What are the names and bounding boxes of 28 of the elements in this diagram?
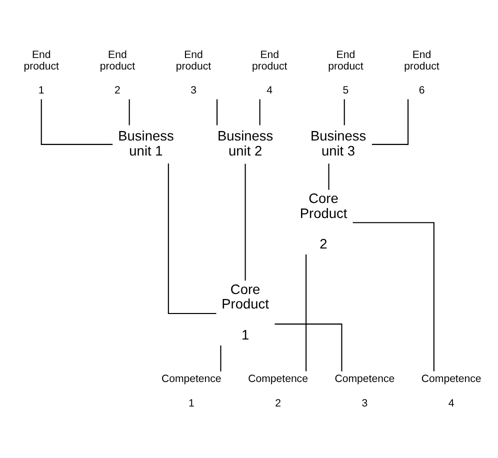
node-text: End product 3 — [176, 48, 212, 96]
connector — [274, 323, 342, 371]
connector — [40, 98, 113, 144]
connector — [168, 163, 216, 314]
node-text: Competence 3 — [334, 372, 395, 409]
connector — [328, 163, 330, 190]
node-text: Business unit 2 — [217, 128, 274, 158]
connector — [372, 98, 409, 144]
node-text: Business unit 3 — [310, 128, 366, 158]
node-text: End product 6 — [404, 48, 440, 96]
node-text: Competence 2 — [248, 372, 308, 409]
connector — [216, 98, 218, 125]
node-text: Business unit 1 — [118, 128, 174, 158]
connector — [259, 98, 260, 125]
connector — [352, 222, 434, 371]
node-text: End product 5 — [328, 48, 364, 96]
connector — [128, 98, 130, 125]
node-text: Core Product 2 — [300, 190, 348, 251]
node-text: Core Product 1 — [222, 281, 269, 342]
node-text: End product 2 — [100, 48, 136, 96]
connector — [220, 344, 222, 371]
connector — [306, 254, 307, 371]
node-text: Competence 1 — [162, 372, 222, 409]
connector — [244, 163, 246, 280]
connector — [344, 98, 345, 125]
node-text: End product 1 — [24, 48, 59, 96]
node-text: End product 4 — [252, 48, 288, 96]
node-text: Competence 4 — [421, 372, 482, 409]
